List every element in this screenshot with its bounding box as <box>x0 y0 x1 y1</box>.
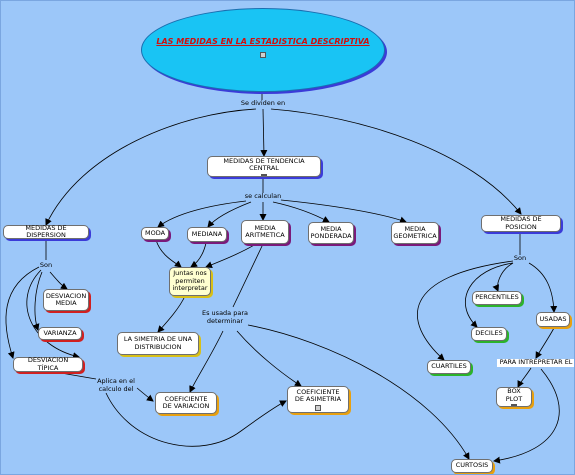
node-coeficiente-variacion[interactable]: COEFICIENTE DE VARIACION <box>155 392 217 414</box>
node-label: DECILES <box>475 329 503 338</box>
node-label: DESVIACION TÍPICA <box>27 356 69 372</box>
node-varianza[interactable]: VARIANZA <box>38 327 82 340</box>
node-juntas-nos-permiten[interactable]: Juntas nos permiten interpretar <box>169 267 211 296</box>
edge-son-to-deciles <box>465 262 514 328</box>
edge-para-to-curtosis <box>493 368 560 464</box>
link-label-aplica-en-el-calculo: Aplica en el calculo del <box>97 377 135 393</box>
edge-son-to-usadas <box>528 262 558 313</box>
edge-usada-to-curtosis <box>247 324 470 460</box>
node-coeficiente-asimetria[interactable]: COEFICIENTE DE ASIMETRIA <box>287 386 349 413</box>
link-label-son-right: Son <box>513 254 527 262</box>
edge-divide-to-tendencia <box>260 108 268 157</box>
edge-divide-to-dispersion <box>45 108 257 226</box>
edge-mediana-to-juntas <box>190 242 207 268</box>
main-topic-title: LAS MEDIDAS EN LA ESTADISTICA DESCRIPTIV… <box>156 36 370 46</box>
link-label-para-interpretar: PARA INTREPRETAR EL <box>497 358 574 367</box>
node-media-geometrica[interactable]: MEDIA GEOMETRICA <box>391 222 439 244</box>
edge-calculan-to-mediana <box>207 201 252 228</box>
node-label: BOX PLOT <box>505 387 523 403</box>
main-topic-node[interactable]: LAS MEDIDAS EN LA ESTADISTICA DESCRIPTIV… <box>141 8 385 92</box>
node-label: MEDIDAS DE POSICION <box>500 215 542 231</box>
node-medidas-posicion[interactable]: MEDIDAS DE POSICION <box>481 215 561 232</box>
resource-icon[interactable] <box>260 51 266 58</box>
edge-moda-to-juntas <box>155 239 182 268</box>
link-label-se-dividen-en: Se dividen en <box>240 99 286 107</box>
edge-juntas-to-simetria <box>157 295 186 333</box>
edge-usada-to-variacion <box>189 330 224 393</box>
edge-calculan-to-geometrica <box>280 199 407 224</box>
resource-icon[interactable] <box>511 404 517 406</box>
edge-son-to-varianza <box>32 271 43 331</box>
edge-son-to-tipica <box>5 266 40 359</box>
edge-son-to-cuartiles <box>417 260 514 361</box>
edge-calculan-to-moda <box>157 200 247 228</box>
edge-son-to-desv-media <box>49 271 68 290</box>
edge-son-to-percentiles <box>492 262 514 292</box>
node-label: MEDIA GEOMETRICA <box>393 224 437 240</box>
node-label: MEDIDAS DE TENDENCIA CENTRAL <box>223 156 305 172</box>
node-percentiles[interactable]: PERCENTILES <box>472 291 522 305</box>
edge-aritmetica-to-juntas <box>205 243 257 269</box>
edge-tipica-to-aplica <box>60 372 97 380</box>
node-label: MODA <box>144 228 166 237</box>
resource-icon[interactable] <box>315 404 321 411</box>
node-label: MEDIANA <box>191 229 223 238</box>
node-label: PERCENTILES <box>475 293 519 302</box>
node-media-ponderada[interactable]: MEDIA PONDERADA <box>308 222 354 244</box>
link-label-se-calculan: se calculan <box>244 192 282 200</box>
node-mediana[interactable]: MEDIANA <box>187 227 227 242</box>
edge-divide-to-posicion <box>270 108 522 215</box>
edge-aplica-to-variacion <box>136 387 154 402</box>
edge-aritmetica-to-usada <box>232 243 264 308</box>
node-curtosis[interactable]: CURTOSIS <box>451 459 493 473</box>
node-moda[interactable]: MODA <box>141 227 169 240</box>
node-label: VARIANZA <box>43 328 77 337</box>
edge-usada-to-asimetria <box>236 330 302 387</box>
link-label-son-left: Son <box>39 261 53 269</box>
node-desviacion-media[interactable]: DESVIACION MEDIA <box>43 289 89 311</box>
node-media-aritmetica[interactable]: MEDIA ARITMETICA <box>241 220 289 244</box>
node-medidas-tendencia-central[interactable]: MEDIDAS DE TENDENCIA CENTRAL <box>207 156 321 177</box>
node-box-plot[interactable]: BOX PLOT <box>496 387 532 407</box>
edge-calculan-to-ponderada <box>272 201 330 223</box>
node-label: MEDIDAS DE DISPERSION <box>25 223 67 239</box>
node-usadas[interactable]: USADAS <box>536 312 570 327</box>
node-label: LA SIMETRIA DE UNA DISTRIBUCION <box>123 335 193 351</box>
node-cuartiles[interactable]: CUARTILES <box>427 360 471 374</box>
node-label: CUARTILES <box>431 362 467 371</box>
node-label: MEDIA ARITMETICA <box>245 223 285 239</box>
node-label: Juntas nos permiten interpretar <box>172 269 208 293</box>
node-label: MEDIA PONDERADA <box>310 224 352 240</box>
link-label-es-usada-para-determinar: Es usada para determinar <box>202 309 248 325</box>
node-label: COEFICIENTE DE VARIACION <box>162 394 210 410</box>
edge-para-to-boxplot <box>517 367 532 388</box>
node-label: COEFICIENTE DE ASIMETRIA <box>294 387 342 403</box>
node-deciles[interactable]: DECILES <box>471 327 507 341</box>
node-label: CURTOSIS <box>455 461 489 470</box>
resource-icon[interactable] <box>261 173 267 176</box>
node-label: DESVIACION MEDIA <box>45 291 87 307</box>
edge-usadas-to-para <box>535 327 555 359</box>
edge-aplica-to-asimetria <box>105 392 287 447</box>
node-desviacion-tipica[interactable]: DESVIACION TÍPICA <box>13 356 83 372</box>
node-simetria-distribucion[interactable]: LA SIMETRIA DE UNA DISTRIBUCION <box>117 332 199 355</box>
node-medidas-dispersion[interactable]: MEDIDAS DE DISPERSION <box>3 223 89 239</box>
node-label: USADAS <box>539 314 567 323</box>
edge-dispersion-to-tipica-curve <box>26 269 80 360</box>
